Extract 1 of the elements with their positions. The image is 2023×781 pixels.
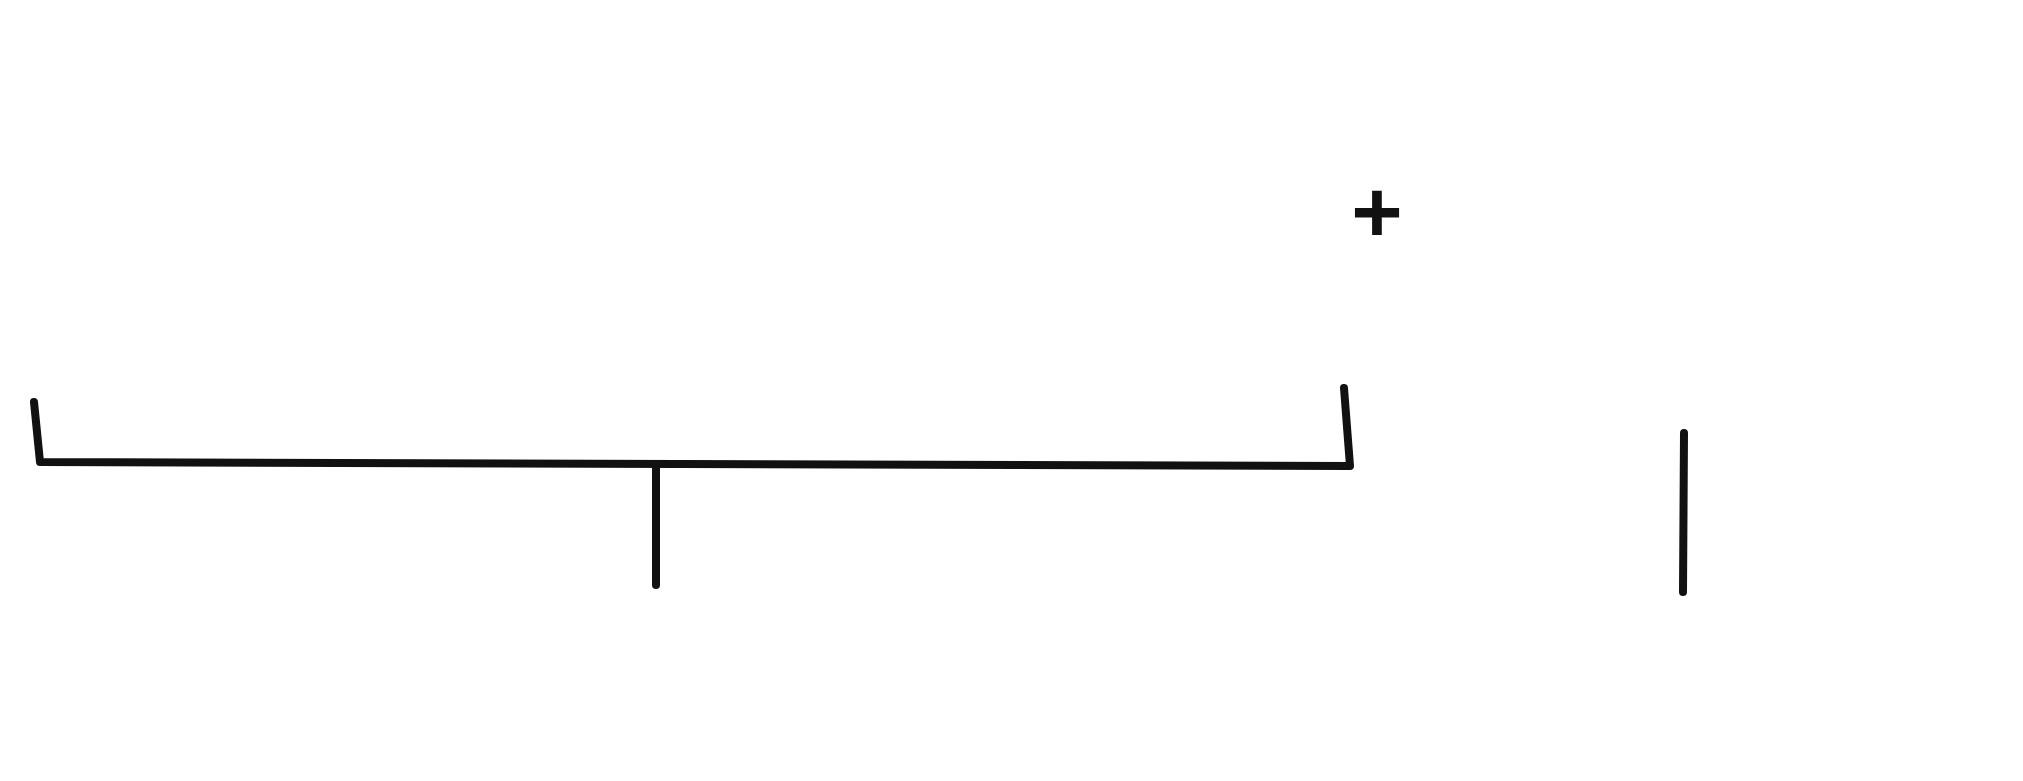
plus-sign: + [1351, 168, 1403, 256]
